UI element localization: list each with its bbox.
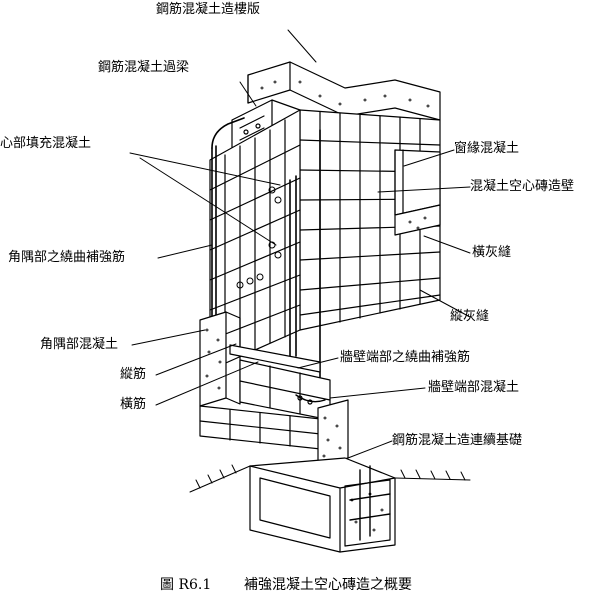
window-edge-label: 窗緣混凝土 <box>454 141 520 156</box>
wall-end-concrete-label: 牆壁端部混凝土 <box>428 380 520 395</box>
floor-slab-label: 鋼筋混凝土造樓版 <box>156 2 261 17</box>
vertical-bar-label: 縱筋 <box>120 367 147 382</box>
floor-slab <box>247 61 441 121</box>
foundation <box>249 457 396 553</box>
core-fill-label: 心部填充混凝土 <box>0 136 92 151</box>
block-wall-label: 混凝土空心磚造壁 <box>470 179 575 194</box>
foundation-label: 鋼筋混凝土造連續基礎 <box>392 433 523 448</box>
bed-joint-label: 橫灰縫 <box>472 245 512 260</box>
window-opening <box>394 149 441 236</box>
vertical-bars <box>211 117 321 401</box>
corner-concrete-label: 角隅部混凝土 <box>40 337 119 352</box>
lintel-label: 鋼筋混凝土過梁 <box>98 60 190 75</box>
wall-end-bent-bar-label: 牆壁端部之繞曲補強筋 <box>340 350 471 365</box>
corner-bent-bar-label: 角隅部之繞曲補強筋 <box>8 250 126 265</box>
horizontal-bar-label: 橫筋 <box>120 397 147 412</box>
head-joint-label: 縱灰縫 <box>450 309 490 324</box>
ground-hatch <box>189 464 471 493</box>
figure-caption-number: 圖 R6.1 <box>160 577 212 593</box>
figure-caption-title: 補強混凝土空心磚造之概要 <box>244 577 412 593</box>
leader-lines <box>129 29 471 459</box>
